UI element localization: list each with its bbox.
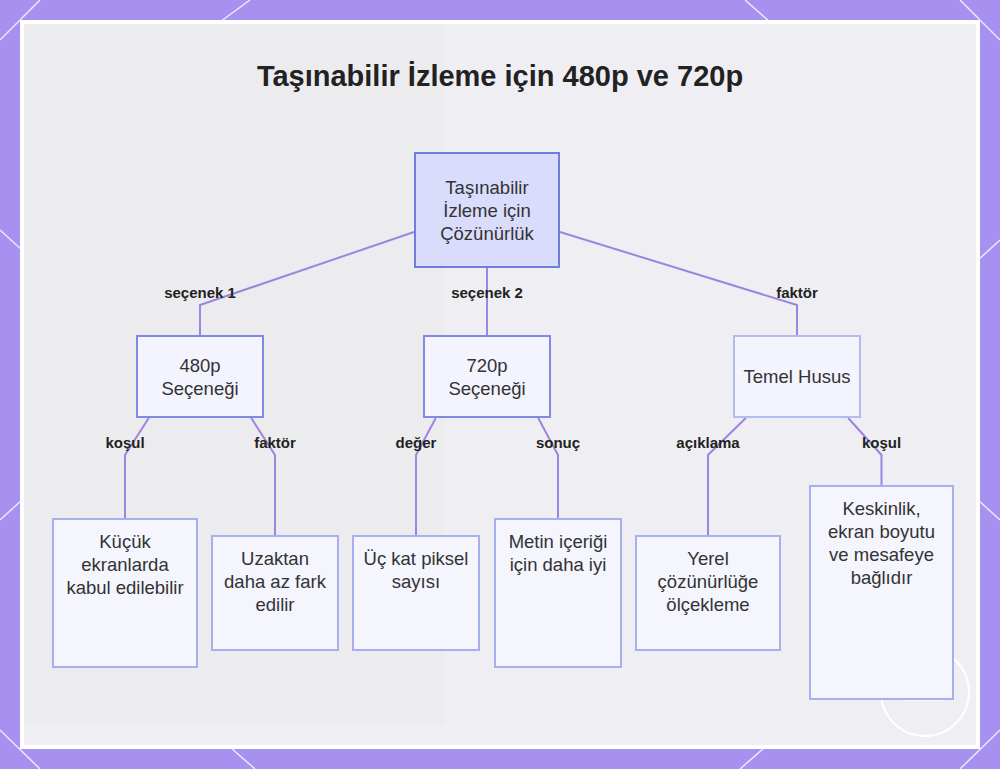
connector-line xyxy=(200,232,414,335)
connector-line xyxy=(538,418,558,518)
detail-box: Uzaktan daha az fark edilir xyxy=(211,535,339,651)
edge-label: faktör xyxy=(254,434,296,451)
node-text: 480p Seçeneği xyxy=(146,354,254,400)
node-text: Taşınabilir İzleme için Çözünürlük xyxy=(424,176,550,245)
edge-label: değer xyxy=(396,434,437,451)
edge-label: koşul xyxy=(105,434,144,451)
detail-box: Keskinlik, ekran boyutu ve mesafeye bağl… xyxy=(809,485,954,700)
connector-line xyxy=(848,418,881,485)
edge-label: faktör xyxy=(776,284,818,301)
detail-box: Küçük ekranlarda kabul edilebilir xyxy=(52,518,198,668)
factor-box: Temel Husus xyxy=(733,335,861,418)
node-text: Yerel çözünürlüğe ölçekleme xyxy=(645,547,771,616)
node-text: Temel Husus xyxy=(744,365,851,388)
node-text: Üç kat piksel sayısı xyxy=(362,547,470,593)
detail-box: Üç kat piksel sayısı xyxy=(352,535,480,651)
connector-line xyxy=(486,268,488,335)
inner-panel xyxy=(22,22,978,747)
detail-box: Yerel çözünürlüğe ölçekleme xyxy=(635,535,781,651)
node-text: Metin içeriği için daha iyi xyxy=(504,530,612,576)
edge-label: sonuç xyxy=(536,434,580,451)
edge-label: seçenek 2 xyxy=(451,284,523,301)
node-text: Keskinlik, ekran boyutu ve mesafeye bağl… xyxy=(819,497,944,589)
diagram-title: Taşınabilir İzleme için 480p ve 720p xyxy=(0,60,1000,93)
node-text: Uzaktan daha az fark edilir xyxy=(221,547,329,616)
detail-box: Metin içeriği için daha iyi xyxy=(494,518,622,668)
option-box: 720p Seçeneği xyxy=(423,335,551,418)
edge-label: açıklama xyxy=(676,434,739,451)
edge-label: koşul xyxy=(862,434,901,451)
edge-label: seçenek 1 xyxy=(164,284,236,301)
node-text: 720p Seçeneği xyxy=(433,354,541,400)
connector-line xyxy=(125,418,149,518)
node-text: Küçük ekranlarda kabul edilebilir xyxy=(62,530,188,599)
root-box: Taşınabilir İzleme için Çözünürlük xyxy=(414,152,560,268)
connector-line xyxy=(560,232,797,335)
option-box: 480p Seçeneği xyxy=(136,335,264,418)
